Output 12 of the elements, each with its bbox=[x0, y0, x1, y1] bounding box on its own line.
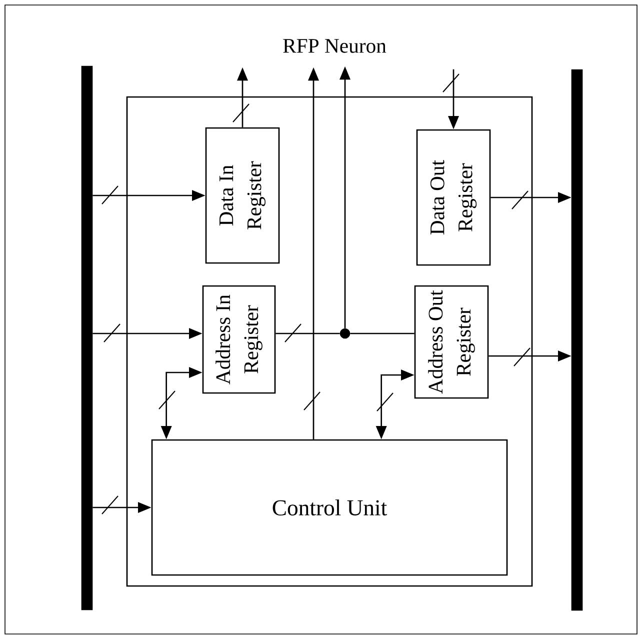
control-unit-box: Control Unit bbox=[151, 439, 508, 576]
register-box bbox=[202, 285, 276, 394]
register-box bbox=[414, 285, 489, 399]
register-label: Data In Register bbox=[220, 161, 266, 230]
register-label: Data Out Register bbox=[430, 160, 477, 234]
bus-bar bbox=[81, 66, 93, 610]
register-box bbox=[205, 127, 280, 264]
register-label: Address In Register bbox=[216, 294, 262, 384]
junction-dot bbox=[340, 328, 350, 339]
register-label: Address Out Register bbox=[428, 290, 475, 394]
box-heading: RFP Neuron bbox=[283, 39, 386, 53]
register-box bbox=[416, 129, 491, 266]
